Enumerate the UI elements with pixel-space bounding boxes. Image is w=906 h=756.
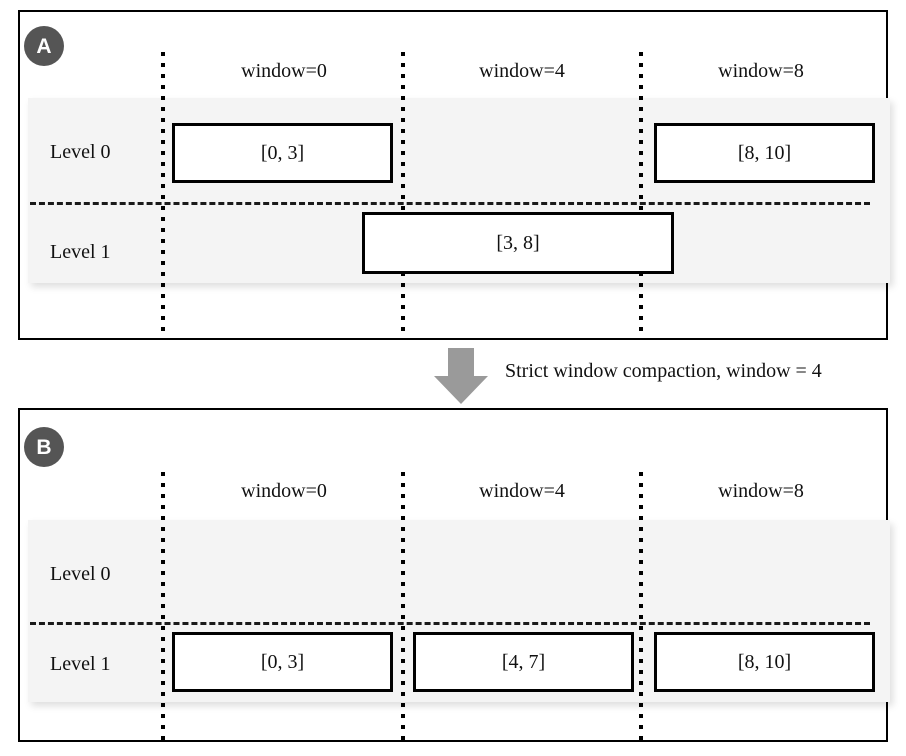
- window-label-4: window=4: [479, 60, 565, 82]
- window-label-8: window=8: [718, 60, 804, 82]
- level-separator: [30, 202, 870, 205]
- window-divider-2: [639, 472, 643, 740]
- level-separator: [30, 622, 870, 625]
- panel-a-badge: A: [24, 26, 64, 66]
- window-label-0: window=0: [241, 60, 327, 82]
- panel-b-badge: B: [24, 427, 64, 467]
- interval-box: [8, 10]: [654, 123, 875, 183]
- level-label-0: Level 0: [50, 563, 111, 585]
- window-divider-0: [161, 472, 165, 740]
- level-label-0: Level 0: [50, 141, 111, 163]
- window-divider-2: [639, 52, 643, 334]
- transition-row: Strict window compaction, window = 4: [0, 344, 906, 406]
- panel-b: B window=0 window=4 window=8 Level 0 Lev…: [18, 408, 890, 742]
- interval-box: [0, 3]: [172, 632, 393, 692]
- interval-box: [0, 3]: [172, 123, 393, 183]
- transition-caption: Strict window compaction, window = 4: [505, 360, 822, 382]
- level-label-1: Level 1: [50, 653, 111, 675]
- interval-box: [4, 7]: [413, 632, 634, 692]
- interval-box: [8, 10]: [654, 632, 875, 692]
- window-divider-1: [401, 472, 405, 740]
- window-divider-1: [401, 52, 405, 334]
- panel-a: A window=0 window=4 window=8 Level 0 Lev…: [18, 10, 890, 340]
- interval-box: [3, 8]: [362, 212, 674, 274]
- window-label-8: window=8: [718, 480, 804, 502]
- window-label-0: window=0: [241, 480, 327, 502]
- arrow-down-icon: [434, 348, 488, 404]
- level-label-1: Level 1: [50, 241, 111, 263]
- window-divider-0: [161, 52, 165, 334]
- window-label-4: window=4: [479, 480, 565, 502]
